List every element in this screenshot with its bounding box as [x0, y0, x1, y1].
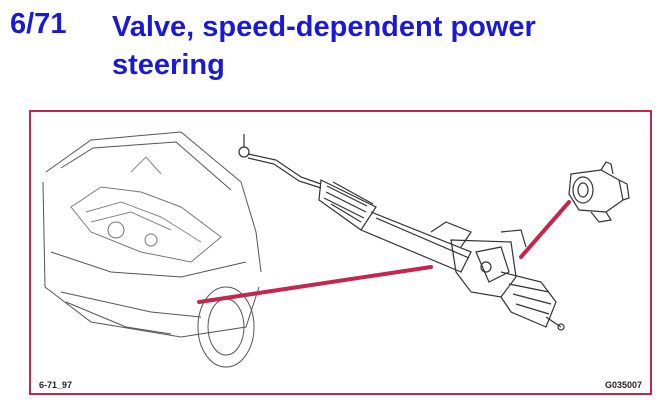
illustration	[42, 131, 630, 368]
callout-valve	[519, 200, 571, 259]
callout-lines	[197, 200, 571, 304]
figure-ref-left: 6-71_97	[39, 380, 73, 390]
page-title: Valve, speed-dependent power steering	[112, 11, 536, 81]
section-number: 6/71	[10, 8, 67, 40]
car-illustration	[42, 131, 262, 368]
callout-car	[197, 265, 433, 304]
figure-frame: 6-71_97 G035007	[29, 110, 652, 395]
steering-rack	[238, 134, 565, 331]
figure-ref-right: G035007	[604, 380, 642, 390]
valve-illustration	[568, 161, 630, 223]
